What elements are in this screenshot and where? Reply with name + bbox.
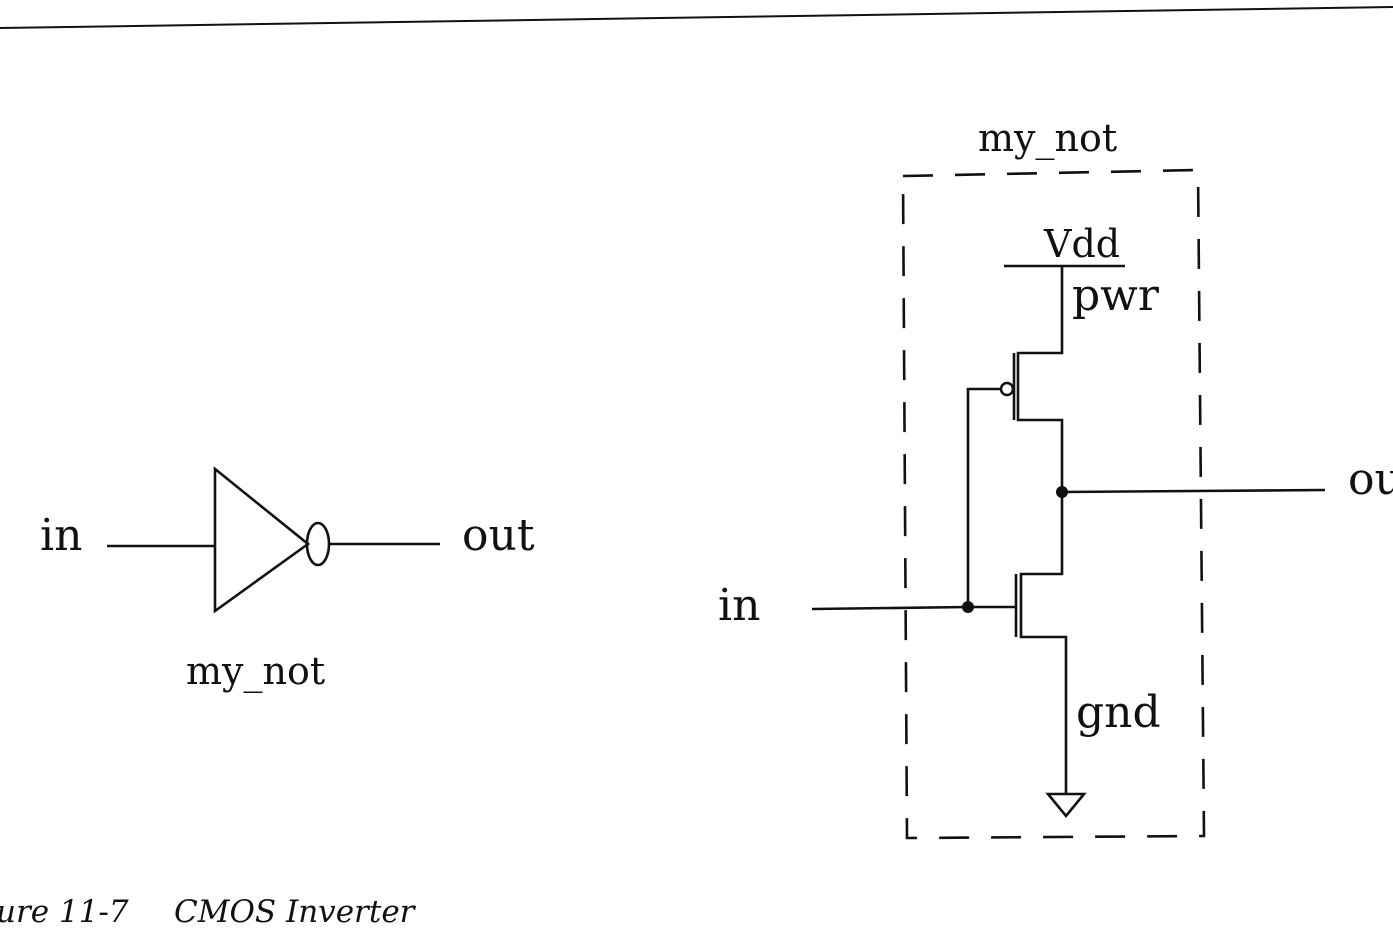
gate-input-label: in (40, 510, 82, 561)
pwr-label: pwr (1072, 270, 1160, 321)
nmos-drain-source (1019, 492, 1068, 794)
input-junction-dot (962, 601, 974, 613)
vdd-label: Vdd (1043, 222, 1120, 266)
pmos-transistor (966, 266, 1064, 607)
figure-caption: ure 11-7 CMOS Inverter (0, 894, 417, 930)
transistor-schematic: my_not Vdd pwr out in gnd (718, 116, 1393, 840)
figure-title: CMOS Inverter (174, 894, 417, 930)
gate-name-label: my_not (186, 649, 325, 694)
pmos-gate-wire (966, 387, 1001, 607)
ground-symbol (1045, 792, 1087, 819)
inverter-gate-symbol: in out my_not (40, 466, 535, 694)
module-boundary (901, 168, 1206, 840)
nmos-transistor (968, 492, 1068, 794)
figure-number: ure 11-7 (0, 894, 129, 930)
output-wire (1061, 488, 1326, 494)
pmos-drain-source (1016, 266, 1064, 492)
gnd-label: gnd (1076, 687, 1161, 738)
schematic-input-label: in (718, 580, 760, 631)
module-name-label: my_not (978, 116, 1117, 161)
buffer-triangle (213, 466, 311, 614)
pmos-gate-bubble (999, 381, 1015, 397)
schematic-input-wire (811, 605, 969, 611)
inversion-bubble (305, 521, 331, 567)
gate-output-label: out (462, 510, 535, 561)
page-top-rule (0, 6, 1393, 29)
schematic-output-label: out (1348, 454, 1393, 505)
